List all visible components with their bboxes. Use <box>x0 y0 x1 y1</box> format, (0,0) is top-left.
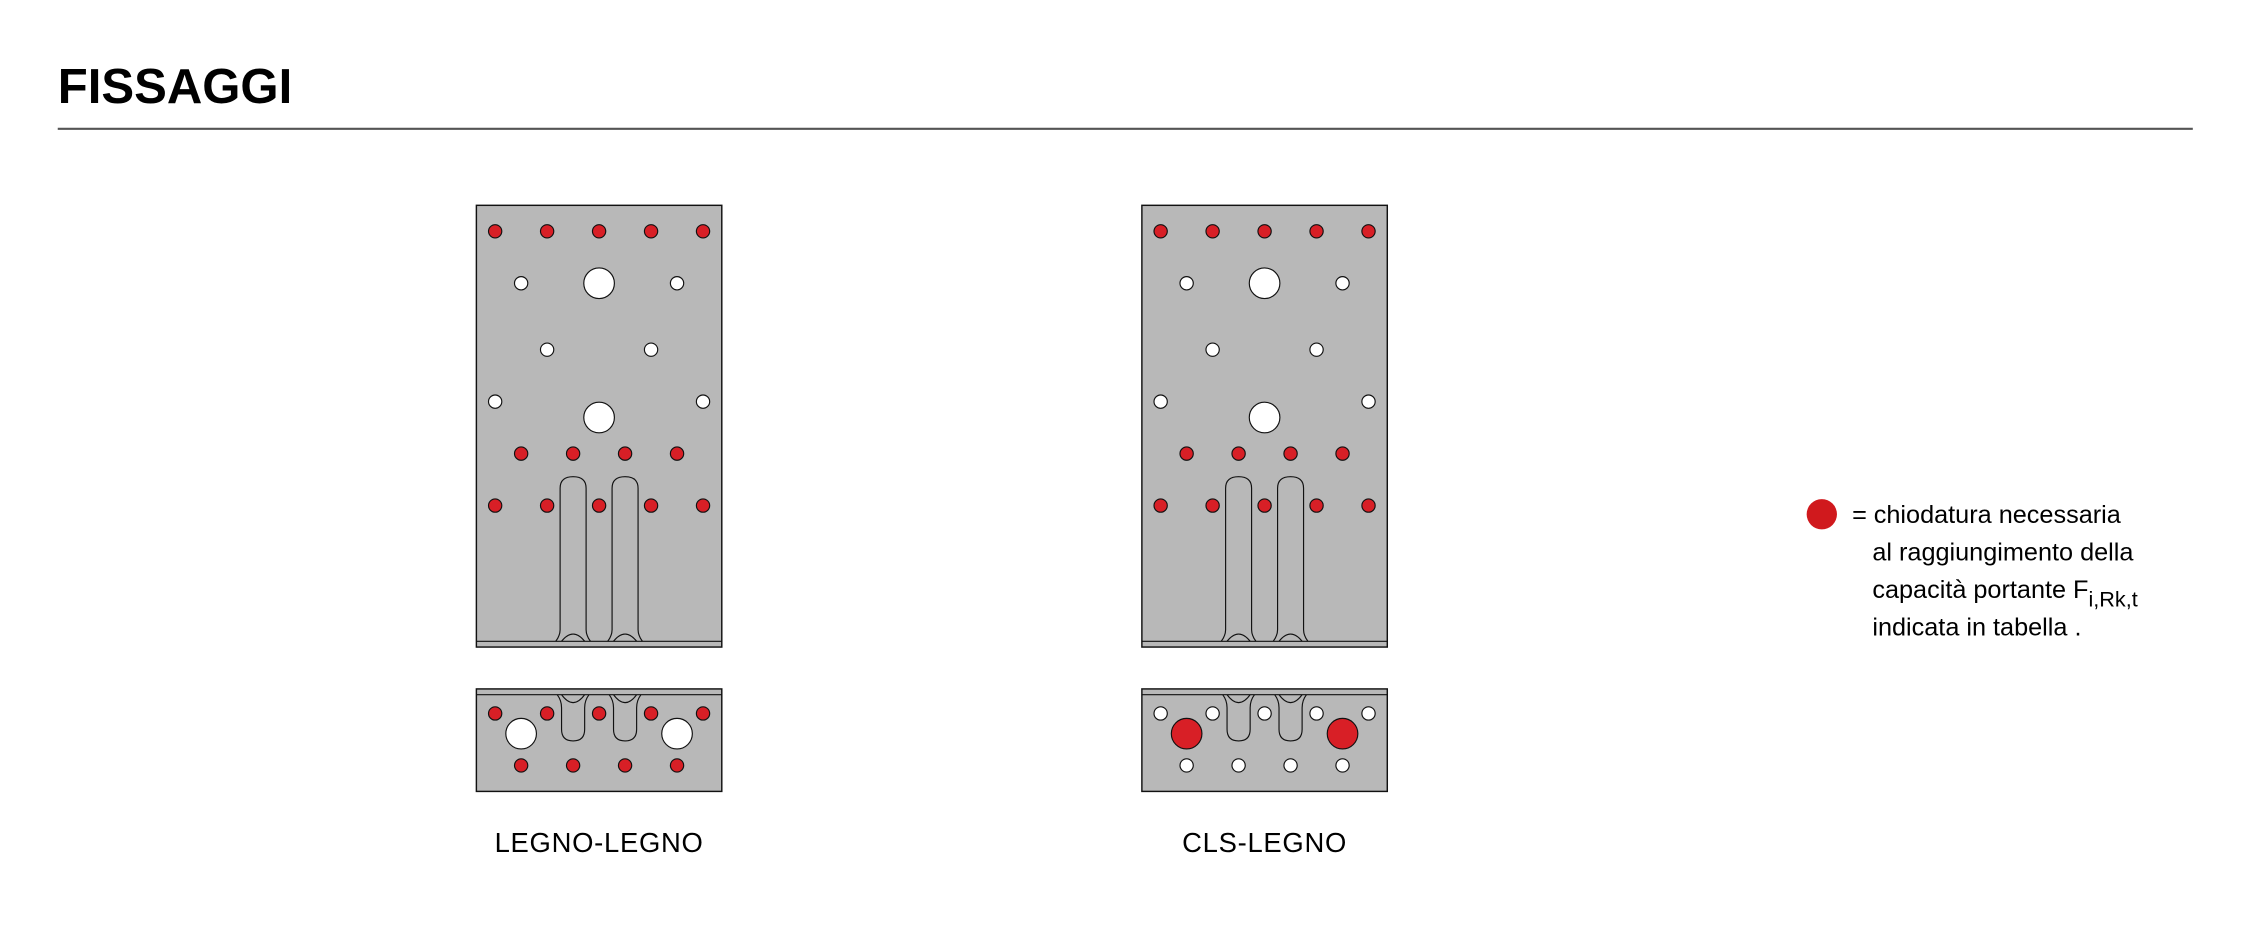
plate-legno-legno <box>475 204 723 793</box>
nail-hole <box>565 758 581 773</box>
nail-hole <box>487 706 503 721</box>
nail-hole <box>1335 276 1350 291</box>
nail-hole <box>539 342 555 357</box>
nail-hole <box>1205 706 1220 721</box>
nail-hole <box>643 342 659 357</box>
nail-hole <box>643 498 659 513</box>
legend-red-dot-icon <box>1806 499 1837 530</box>
nail-hole <box>1153 498 1168 513</box>
plate-cls-legno <box>1141 204 1389 793</box>
plate-label-cls-legno: CLS-LEGNO <box>1182 827 1347 858</box>
nail-hole <box>1205 342 1220 357</box>
anchor-hole <box>1248 267 1281 300</box>
nail-hole <box>1153 394 1168 409</box>
nail-hole <box>1309 342 1324 357</box>
nail-hole <box>669 446 685 461</box>
nail-hole <box>591 224 607 239</box>
nail-hole <box>643 706 659 721</box>
legend-line-3: capacità portante Fi,Rk,t <box>1872 576 2137 612</box>
slot-outline <box>556 694 590 742</box>
slot-outline <box>555 476 591 642</box>
nail-hole <box>643 224 659 239</box>
anchor-hole <box>1326 717 1359 750</box>
nail-hole <box>1361 498 1376 513</box>
nail-hole <box>695 394 711 409</box>
nail-hole <box>1335 446 1350 461</box>
nail-hole <box>1231 758 1246 773</box>
nail-hole <box>669 758 685 773</box>
nail-hole <box>487 498 503 513</box>
slot-outline <box>1220 476 1257 642</box>
legend-line-1: chiodatura necessaria <box>1874 501 2122 529</box>
nail-hole <box>1231 446 1246 461</box>
legend-line-3-text: capacità portante F <box>1872 576 2088 604</box>
nail-hole <box>1361 706 1376 721</box>
nail-hole <box>695 224 711 239</box>
nail-hole <box>513 276 529 291</box>
nail-hole <box>591 498 607 513</box>
legend-equals: = <box>1852 501 1867 529</box>
nail-hole <box>487 224 503 239</box>
legend-line-2: al raggiungimento della <box>1872 538 2134 566</box>
nail-hole <box>695 706 711 721</box>
nail-hole <box>1361 394 1376 409</box>
slot-outline <box>1222 694 1255 742</box>
anchor-hole <box>1170 717 1203 750</box>
nail-hole <box>1361 224 1376 239</box>
nail-hole <box>669 276 685 291</box>
anchor-hole <box>1248 401 1281 434</box>
nail-hole <box>1283 758 1298 773</box>
nail-hole <box>1153 224 1168 239</box>
nail-hole <box>695 498 711 513</box>
slot-outline <box>607 476 643 642</box>
nail-hole <box>513 446 529 461</box>
anchor-hole <box>583 267 615 300</box>
nail-hole <box>1257 706 1272 721</box>
nail-hole <box>1179 276 1194 291</box>
legend-subscript: i,Rk,t <box>2088 587 2137 612</box>
nail-hole <box>565 446 581 461</box>
anchor-hole <box>505 717 538 750</box>
slot-outline <box>1274 694 1307 742</box>
nail-hole <box>539 706 555 721</box>
slot-outline <box>1272 476 1309 642</box>
nail-hole <box>1257 498 1272 513</box>
anchor-hole <box>661 717 693 750</box>
nail-hole <box>1179 758 1194 773</box>
nail-hole <box>591 706 607 721</box>
nail-hole <box>1205 498 1220 513</box>
nail-hole <box>617 758 633 773</box>
nail-hole <box>1257 224 1272 239</box>
nail-hole <box>1335 758 1350 773</box>
nail-hole <box>1205 224 1220 239</box>
nail-hole <box>1153 706 1168 721</box>
nail-hole <box>1309 224 1324 239</box>
nail-hole <box>539 498 555 513</box>
nail-hole <box>1309 498 1324 513</box>
nail-hole <box>617 446 633 461</box>
slot-outline <box>608 694 642 742</box>
page-title: FISSAGGI <box>58 60 293 114</box>
nail-hole <box>1283 446 1298 461</box>
legend-line-4: indicata in tabella . <box>1872 614 2081 642</box>
nail-hole <box>1179 446 1194 461</box>
nail-hole <box>513 758 529 773</box>
nail-hole <box>1309 706 1324 721</box>
plate-label-legno-legno: LEGNO-LEGNO <box>495 827 704 858</box>
nail-hole <box>539 224 555 239</box>
nail-hole <box>487 394 503 409</box>
legend: = chiodatura necessaria al raggiungiment… <box>1806 499 2138 642</box>
anchor-hole <box>583 401 615 434</box>
